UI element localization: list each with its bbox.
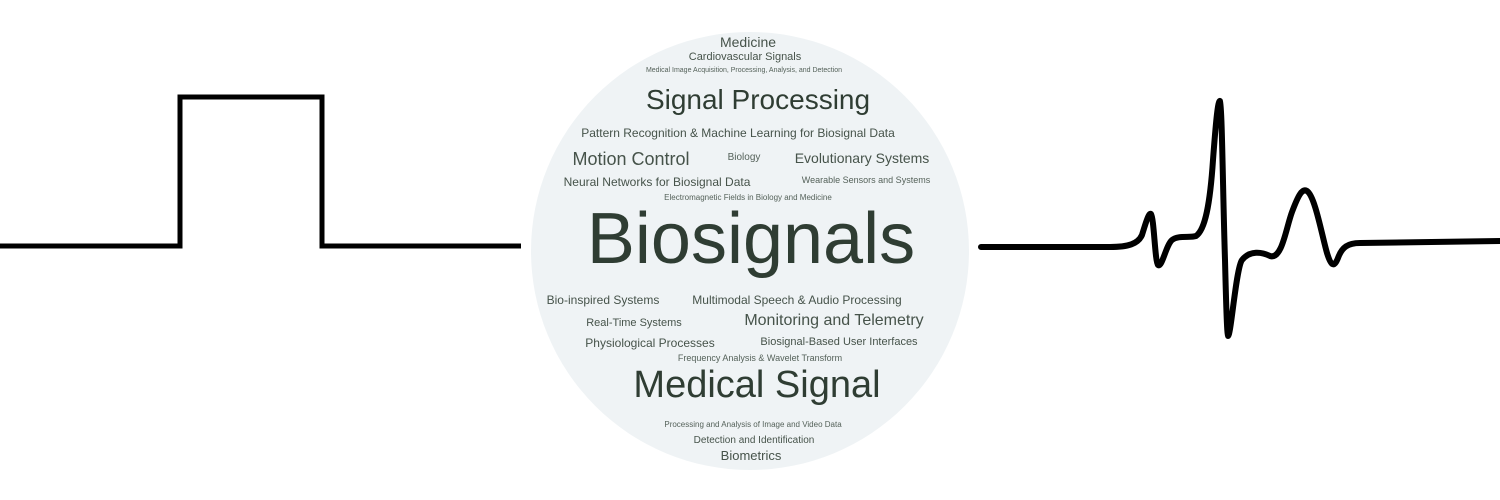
topic-neural-networks: Neural Networks for Biosignal Data: [563, 175, 751, 189]
topic-pattern-recognition: Pattern Recognition & Machine Learning f…: [581, 126, 895, 140]
topic-electromagnetic-fields: Electromagnetic Fields in Biology and Me…: [664, 193, 832, 202]
topic-biosignals: Biosignals: [586, 199, 916, 279]
topic-monitoring-telemetry: Monitoring and Telemetry: [744, 312, 924, 329]
topic-real-time-systems: Real-Time Systems: [586, 317, 682, 329]
topic-cardiovascular-signals: Cardiovascular Signals: [688, 51, 802, 63]
topic-biosignal-user-interfaces: Biosignal-Based User Interfaces: [760, 336, 918, 348]
word-cloud-disc: [531, 32, 969, 470]
topic-signal-processing: Signal Processing: [645, 84, 871, 115]
topic-detection-identification: Detection and Identification: [693, 435, 815, 446]
topic-physiological-processes: Physiological Processes: [585, 336, 715, 350]
topic-frequency-analysis: Frequency Analysis & Wavelet Transform: [677, 353, 843, 363]
topic-evolutionary-systems: Evolutionary Systems: [794, 150, 930, 166]
topic-medicine: Medicine: [719, 34, 777, 50]
topic-motion-control: Motion Control: [572, 149, 690, 169]
topic-biometrics: Biometrics: [720, 448, 782, 463]
square-pulse-waveform: [0, 94, 521, 249]
topic-medical-image: Medical Image Acquisition, Processing, A…: [645, 67, 843, 74]
topic-image-video-data: Processing and Analysis of Image and Vid…: [664, 420, 842, 429]
topic-biology: Biology: [727, 152, 761, 163]
topic-medical-signal: Medical Signal: [633, 364, 881, 406]
topic-wearable-sensors: Wearable Sensors and Systems: [801, 175, 931, 185]
ecg-heartbeat-waveform: [978, 97, 1500, 339]
topic-bio-inspired-systems: Bio-inspired Systems: [546, 293, 660, 307]
topic-multimodal-speech: Multimodal Speech & Audio Processing: [692, 293, 902, 307]
